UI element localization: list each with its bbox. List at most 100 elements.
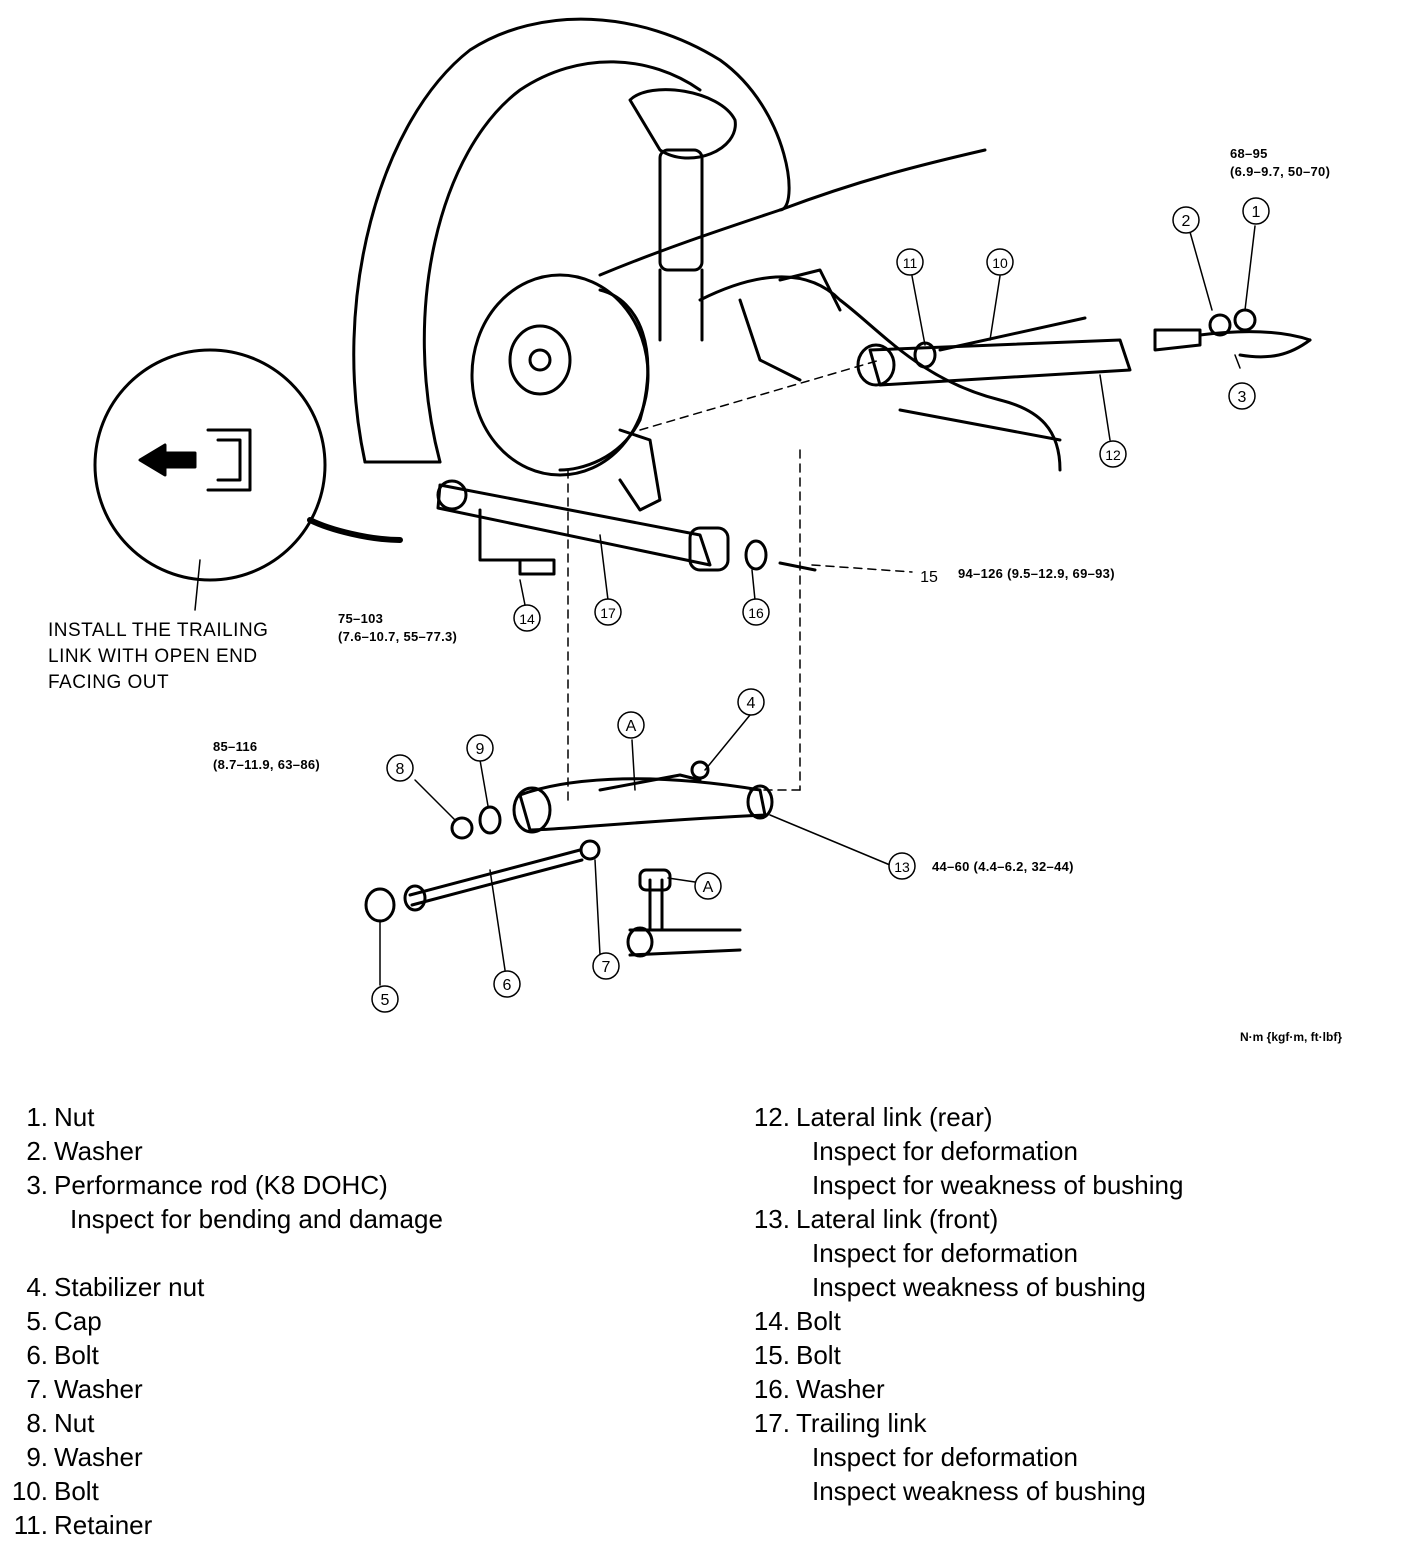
callout-12 (1099, 440, 1127, 468)
torque-spec-13: 44–60 (4.4–6.2, 32–44) (932, 859, 1074, 874)
legend-item-number: 17. (753, 1408, 790, 1438)
legend-item: 9.Washer (0, 1440, 443, 1474)
shock-upper (628, 88, 737, 160)
legend-item-number: 9. (26, 1442, 48, 1472)
callout-3-label: 3 (1238, 389, 1247, 406)
legend-item: 10.Bolt (0, 1474, 443, 1508)
torque-spec-15: 94–126 (9.5–12.9, 69–93) (958, 566, 1115, 581)
legend-item-inspection-note: Inspect for deformation (812, 1136, 1078, 1166)
legend-item-label: Bolt (796, 1306, 841, 1336)
legend-item-label: Washer (796, 1374, 885, 1404)
callout-13-label: 13 (894, 859, 910, 875)
callout-8 (386, 754, 414, 782)
callout-9 (466, 734, 494, 762)
legend-item-inspection-note: Inspect for deformation (812, 1442, 1078, 1472)
callout-1 (1242, 197, 1270, 225)
legend-item-number: 15. (753, 1340, 790, 1370)
callout-6 (493, 970, 521, 998)
legend-item: 4.Stabilizer nut (0, 1270, 443, 1304)
callout-17-label: 17 (600, 605, 616, 621)
legend-item-label: Nut (54, 1102, 95, 1132)
legend-item-number: 2. (26, 1136, 48, 1166)
bolt-6 (408, 848, 584, 907)
lateral-link-rear (868, 338, 1132, 387)
legend-item-inspection-note: Inspect weakness of bushing (812, 1476, 1146, 1506)
callout-1-label: 1 (1252, 204, 1261, 221)
legend-item-label: Washer (54, 1136, 143, 1166)
legend-item-number: 1. (26, 1102, 48, 1132)
callout-5 (371, 985, 399, 1013)
legend-item-inspection-note: Inspect for bending and damage (70, 1204, 443, 1234)
callout-10 (986, 248, 1014, 276)
callout-10-label: 10 (992, 255, 1008, 271)
callout-5-label: 5 (381, 992, 390, 1009)
legend-item: 12.Lateral link (rear)Inspect for deform… (742, 1100, 1184, 1202)
wheel-arch-inner (422, 60, 702, 464)
callout-A-top (617, 711, 645, 739)
inset-circle (93, 348, 327, 582)
legend-item: 11.Retainer (0, 1508, 443, 1542)
callout-7 (592, 952, 620, 980)
torque-spec-8: 85–116 (8.7–11.9, 63–86) (213, 739, 321, 772)
body-line (778, 148, 987, 212)
callout-16 (742, 598, 770, 626)
legend-item-number: 16. (753, 1374, 790, 1404)
legend-item: 13.Lateral link (front)Inspect for defor… (742, 1202, 1183, 1304)
torque-spec-14: 75–103 (7.6–10.7, 55–77.3) (338, 611, 458, 644)
callout-2 (1172, 206, 1200, 234)
legend-item-inspection-note: Inspect for deformation (812, 1238, 1078, 1268)
legend-item-number: 10. (11, 1476, 48, 1506)
stabilizer-link (648, 878, 664, 932)
legend-item: 8.Nut (0, 1406, 443, 1440)
install-note: INSTALL THE TRAILING LINK WITH OPEN END … (48, 620, 269, 693)
legend-item-number: 14. (753, 1306, 790, 1336)
callout-13 (888, 852, 916, 880)
legend-item-inspection-note: Inspect for weakness of bushing (812, 1170, 1184, 1200)
callout-11 (896, 248, 924, 276)
legend-item-label: Retainer (54, 1510, 153, 1540)
legend-item-number: 11. (13, 1510, 48, 1540)
legend-item: 7.Washer (0, 1372, 443, 1406)
legend-item-label: Trailing link (796, 1408, 927, 1438)
wheel-arch-outer (352, 17, 791, 464)
callout-8-label: 8 (396, 761, 405, 778)
legend-item: 2.Washer (0, 1134, 443, 1168)
callout-7-label: 7 (602, 959, 611, 976)
legend-item-label: Lateral link (rear) (796, 1102, 993, 1132)
legend-item-label: Bolt (796, 1340, 841, 1370)
callout-14 (513, 604, 541, 632)
callout-17 (594, 598, 622, 626)
legend-item-label: Stabilizer nut (54, 1272, 205, 1302)
open-end-bracket (206, 428, 252, 492)
legend-item: 14.Bolt (742, 1304, 1183, 1338)
legend-item-inspection-note: Inspect weakness of bushing (812, 1272, 1146, 1302)
callout-2-label: 2 (1182, 213, 1191, 230)
knuckle (618, 428, 662, 512)
torque-spec-1: 68–95 (6.9–9.7, 50–70) (1230, 146, 1331, 179)
legend-item: 5.Cap (0, 1304, 443, 1338)
callout-4 (737, 688, 765, 716)
callout-15-label: 15 (920, 569, 938, 586)
torque-units-note: N·m {kgf·m, ft·lbf} (1240, 1030, 1342, 1044)
performance-rod (1153, 328, 1312, 352)
legend-item-label: Bolt (54, 1476, 99, 1506)
suspension-exploded-diagram: 1 2 3 4 5 6 7 8 9 10 11 12 13 14 15 16 1… (93, 17, 1312, 1013)
callout-4-label: 4 (747, 695, 756, 712)
legend-item: 3.Performance rod (K8 DOHC)Inspect for b… (0, 1168, 443, 1236)
legend-item-number: 8. (26, 1408, 48, 1438)
callout-14-label: 14 (519, 611, 535, 627)
legend-item-number: 5. (26, 1306, 48, 1336)
callout-16-label: 16 (748, 605, 764, 621)
lateral-link-front (518, 777, 767, 832)
legend-item-label: Nut (54, 1408, 95, 1438)
callout-11-label: 11 (903, 255, 918, 271)
legend-item: 16.Washer (742, 1372, 1183, 1406)
legend-item-number: 7. (26, 1374, 48, 1404)
legend-item-label: Washer (54, 1442, 143, 1472)
legend-item-number: 6. (26, 1340, 48, 1370)
legend-item-label: Lateral link (front) (796, 1204, 999, 1234)
legend-item-label: Cap (54, 1306, 102, 1336)
callout-3 (1228, 382, 1256, 410)
